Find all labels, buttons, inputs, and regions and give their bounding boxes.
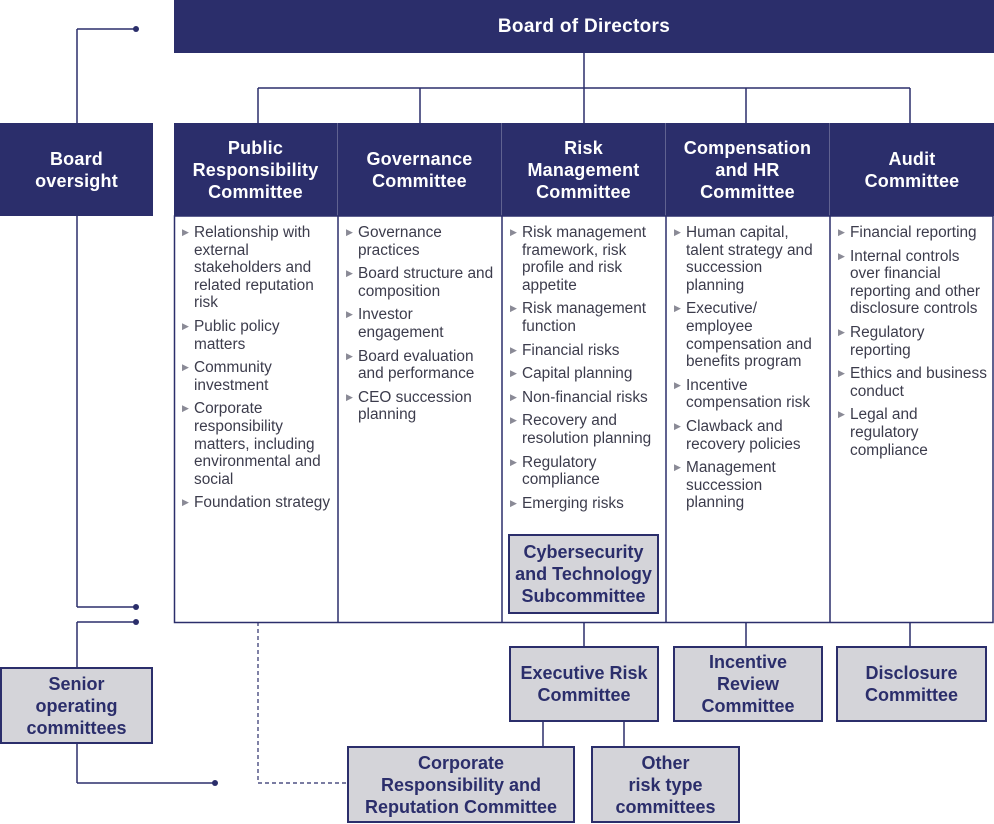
list-item: ▶Regulatory compliance (510, 453, 600, 489)
triangle-right-icon: ▶ (346, 309, 353, 320)
list-item: ▶Incentive compensation risk (674, 376, 811, 412)
list-item: ▶Non-financial risks (510, 388, 648, 406)
incentive-review-committee-box: Incentive Review Committee (673, 646, 823, 722)
list-item: ▶Community investment (182, 359, 272, 394)
list-item: ▶Ethics and business conduct (838, 365, 987, 400)
triangle-right-icon: ▶ (510, 391, 517, 402)
committee-column-public-responsibility: ▶Relationship with external stakeholders… (174, 216, 337, 622)
committee-column-governance: ▶Governance practices ▶Board structure a… (338, 216, 501, 622)
committee-header-public-responsibility: Public Responsibility Committee (174, 123, 337, 216)
committee-title: Risk Management Committee (527, 137, 640, 202)
list-item: ▶Clawback and recovery policies (674, 417, 801, 453)
triangle-right-icon: ▶ (346, 227, 353, 237)
board-oversight-label: Board oversight (35, 148, 118, 191)
board-oversight-box: Board oversight (0, 123, 153, 216)
senior-operating-committees-box: Senior operating committees (0, 667, 153, 744)
committee-header-audit: Audit Committee (830, 123, 994, 216)
list-item: ▶Emerging risks (510, 494, 624, 512)
triangle-right-icon: ▶ (510, 227, 517, 237)
list-item: ▶Risk management function (510, 300, 647, 335)
triangle-right-icon: ▶ (674, 462, 681, 473)
triangle-right-icon: ▶ (510, 303, 517, 314)
disclosure-committee-label: Disclosure Committee (864, 663, 958, 705)
committee-title: Public Responsibility Committee (192, 137, 319, 202)
triangle-right-icon: ▶ (346, 350, 353, 361)
list-item: ▶Executive/ employee compensation and be… (674, 300, 812, 371)
triangle-right-icon: ▶ (510, 456, 517, 467)
committee-title: Audit Committee (864, 148, 960, 191)
triangle-right-icon: ▶ (182, 320, 189, 331)
list-item: ▶Public policy matters (182, 317, 280, 353)
corporate-responsibility-committee-box: Corporate Responsibility and Reputation … (347, 746, 575, 823)
committee-header-governance: Governance Committee (338, 123, 501, 216)
board-title: Board of Directors (497, 15, 671, 37)
triangle-right-icon: ▶ (838, 368, 845, 379)
responsibility-list: ▶Financial reporting ▶Internal controls … (830, 216, 994, 459)
list-item: ▶Investor engagement (346, 306, 444, 341)
responsibility-list: ▶Relationship with external stakeholders… (174, 216, 337, 512)
triangle-right-icon: ▶ (182, 497, 189, 508)
other-risk-committees-label: Other risk type committees (615, 752, 716, 817)
triangle-right-icon: ▶ (674, 227, 681, 237)
triangle-right-icon: ▶ (674, 420, 681, 431)
triangle-right-icon: ▶ (510, 497, 517, 508)
list-item: ▶Corporate responsibility matters, inclu… (182, 400, 321, 488)
senior-operating-committees-label: Senior operating committees (26, 673, 127, 738)
responsibility-list: ▶Risk management framework, risk profile… (502, 216, 665, 512)
list-item: ▶Relationship with external stakeholders… (182, 224, 314, 312)
board-of-directors-box: Board of Directors (174, 0, 994, 53)
disclosure-committee-box: Disclosure Committee (836, 646, 987, 722)
triangle-right-icon: ▶ (674, 379, 681, 390)
list-item: ▶Financial reporting (838, 224, 977, 241)
committee-column-audit: ▶Financial reporting ▶Internal controls … (830, 216, 994, 622)
list-item: ▶Regulatory reporting (838, 323, 925, 359)
triangle-right-icon: ▶ (182, 227, 189, 237)
list-item: ▶Governance practices (346, 224, 442, 259)
triangle-right-icon: ▶ (510, 368, 517, 379)
list-item: ▶Capital planning (510, 365, 633, 383)
triangle-right-icon: ▶ (346, 268, 353, 279)
triangle-right-icon: ▶ (182, 362, 189, 373)
list-item: ▶Financial risks (510, 341, 620, 359)
list-item: ▶Human capital, talent strategy and succ… (674, 224, 813, 294)
triangle-right-icon: ▶ (346, 391, 353, 402)
committee-header-compensation-hr: Compensation and HR Committee (666, 123, 829, 216)
incentive-review-committee-label: Incentive Review Committee (701, 652, 795, 716)
committee-column-compensation-hr: ▶Human capital, talent strategy and succ… (666, 216, 829, 622)
executive-risk-committee-box: Executive Risk Committee (509, 646, 659, 722)
list-item: ▶Foundation strategy (182, 494, 331, 512)
list-item: ▶Board evaluation and performance (346, 347, 475, 383)
list-item: ▶Legal and regulatory compliance (838, 406, 928, 459)
executive-risk-committee-label: Executive Risk Committee (520, 663, 648, 705)
list-item: ▶Recovery and resolution planning (510, 412, 652, 447)
triangle-right-icon: ▶ (182, 403, 189, 414)
other-risk-committees-box: Other risk type committees (591, 746, 740, 823)
triangle-right-icon: ▶ (838, 326, 845, 337)
cybersecurity-subcommittee-box: Cybersecurity and Technology Subcommitte… (508, 534, 659, 614)
triangle-right-icon: ▶ (838, 250, 845, 261)
committee-header-risk-management: Risk Management Committee (502, 123, 665, 216)
list-item: ▶Internal controls over financial report… (838, 247, 981, 318)
corporate-responsibility-committee-label: Corporate Responsibility and Reputation … (364, 752, 557, 817)
committee-title: Governance Committee (366, 148, 473, 191)
committee-title: Compensation and HR Committee (683, 137, 812, 202)
triangle-right-icon: ▶ (510, 415, 517, 426)
committee-column-risk-management: ▶Risk management framework, risk profile… (502, 216, 665, 622)
responsibility-list: ▶Human capital, talent strategy and succ… (666, 216, 829, 512)
list-item: ▶CEO succession planning (346, 388, 472, 424)
triangle-right-icon: ▶ (510, 344, 517, 355)
cybersecurity-subcommittee-label: Cybersecurity and Technology Subcommitte… (515, 542, 652, 606)
triangle-right-icon: ▶ (838, 409, 845, 420)
triangle-right-icon: ▶ (838, 227, 845, 237)
list-item: ▶Board structure and composition (346, 265, 494, 300)
responsibility-list: ▶Governance practices ▶Board structure a… (338, 216, 501, 424)
list-item: ▶Risk management framework, risk profile… (510, 224, 647, 294)
list-item: ▶Management succession planning (674, 459, 776, 512)
triangle-right-icon: ▶ (674, 303, 681, 314)
